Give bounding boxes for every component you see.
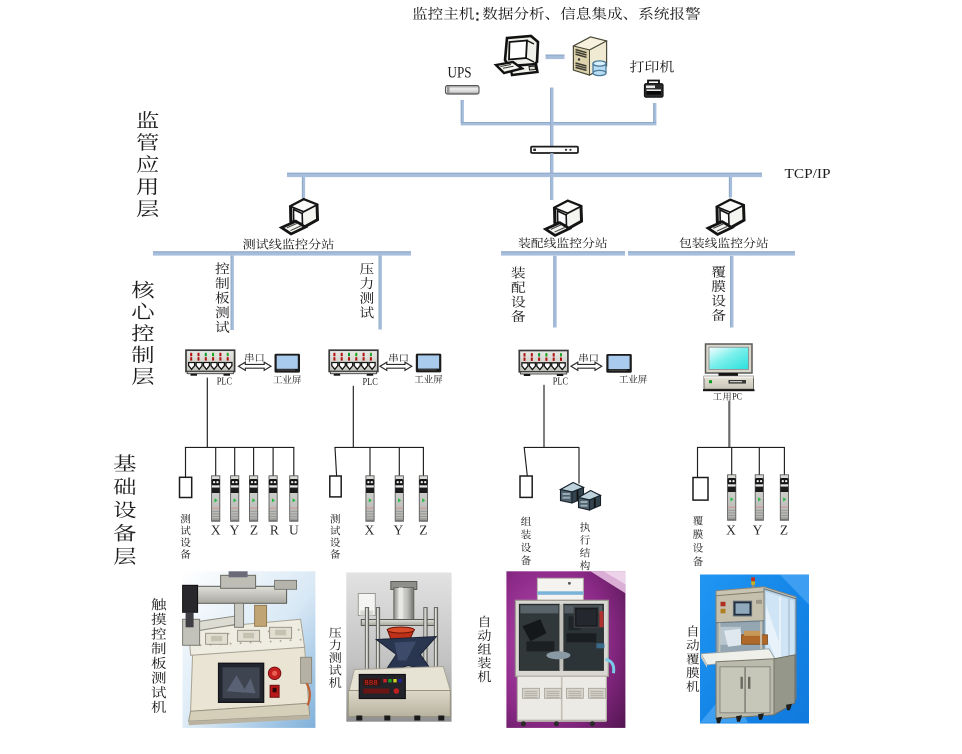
svg-text:U: U — [289, 522, 299, 537]
svg-text:X: X — [726, 522, 736, 537]
svg-text:UPS: UPS — [448, 64, 472, 81]
svg-text:X: X — [211, 522, 221, 537]
svg-text:Z: Z — [780, 522, 788, 537]
svg-text:PLC: PLC — [553, 376, 568, 387]
svg-text:888: 888 — [364, 680, 378, 688]
svg-text:PLC: PLC — [217, 376, 232, 387]
svg-text:Y: Y — [753, 522, 763, 537]
svg-text:PC: PC — [732, 393, 742, 403]
svg-text:Y: Y — [393, 522, 403, 537]
svg-text:R: R — [270, 522, 279, 537]
svg-text:TCP/IP: TCP/IP — [785, 167, 831, 182]
svg-text:PLC: PLC — [363, 377, 378, 388]
svg-text:X: X — [365, 522, 375, 537]
svg-text:Z: Z — [419, 522, 427, 537]
svg-text:Y: Y — [230, 522, 240, 537]
svg-text:Z: Z — [250, 522, 258, 537]
